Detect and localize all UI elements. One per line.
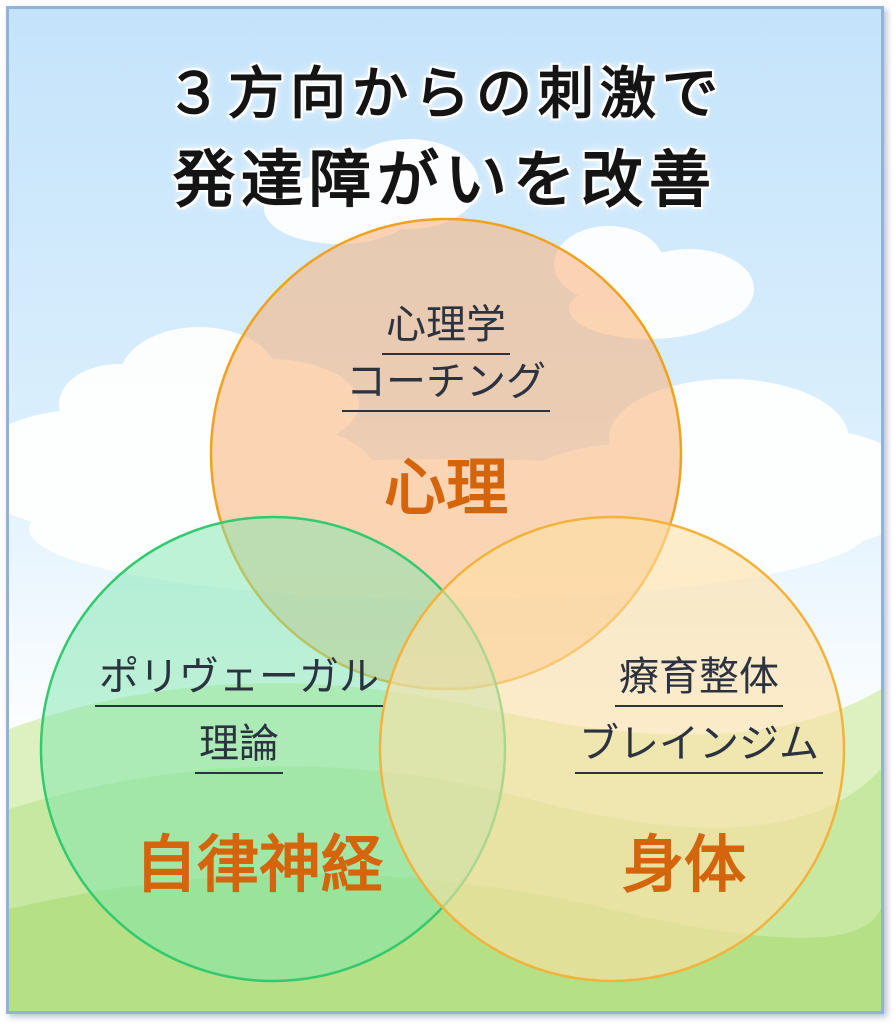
right-circle-label: 療育整体 xyxy=(529,649,869,707)
left-circle-label: ポリヴェーガル xyxy=(49,649,429,707)
left-sub-1: ポリヴェーガル xyxy=(95,649,383,707)
left-sub-2: 理論 xyxy=(195,716,283,774)
top-circle-label-2: コーチング xyxy=(306,354,586,412)
top-circle-label: 心理学 xyxy=(306,297,586,355)
title-line-2: 発達障がいを改善 xyxy=(172,143,717,216)
left-circle-label-2: 理論 xyxy=(49,716,429,774)
top-sub-1: 心理学 xyxy=(382,297,510,355)
top-main-label: 心理 xyxy=(383,451,508,524)
poster-frame: ３方向からの刺激で 発達障がいを改善 心理学 コーチング 心理 ポリヴェーガル … xyxy=(6,6,884,1014)
top-sub-2: コーチング xyxy=(342,354,550,412)
circle-body xyxy=(378,515,846,983)
title-line-1: ３方向からの刺激で xyxy=(166,62,724,127)
right-main-label: 身体 xyxy=(621,828,746,901)
right-sub-2: ブレインジム xyxy=(575,716,823,774)
right-circle-label-2: ブレインジム xyxy=(529,716,869,774)
background-scene xyxy=(9,139,881,1011)
right-sub-1: 療育整体 xyxy=(615,649,783,707)
left-main-label: 自律神経 xyxy=(134,828,383,901)
